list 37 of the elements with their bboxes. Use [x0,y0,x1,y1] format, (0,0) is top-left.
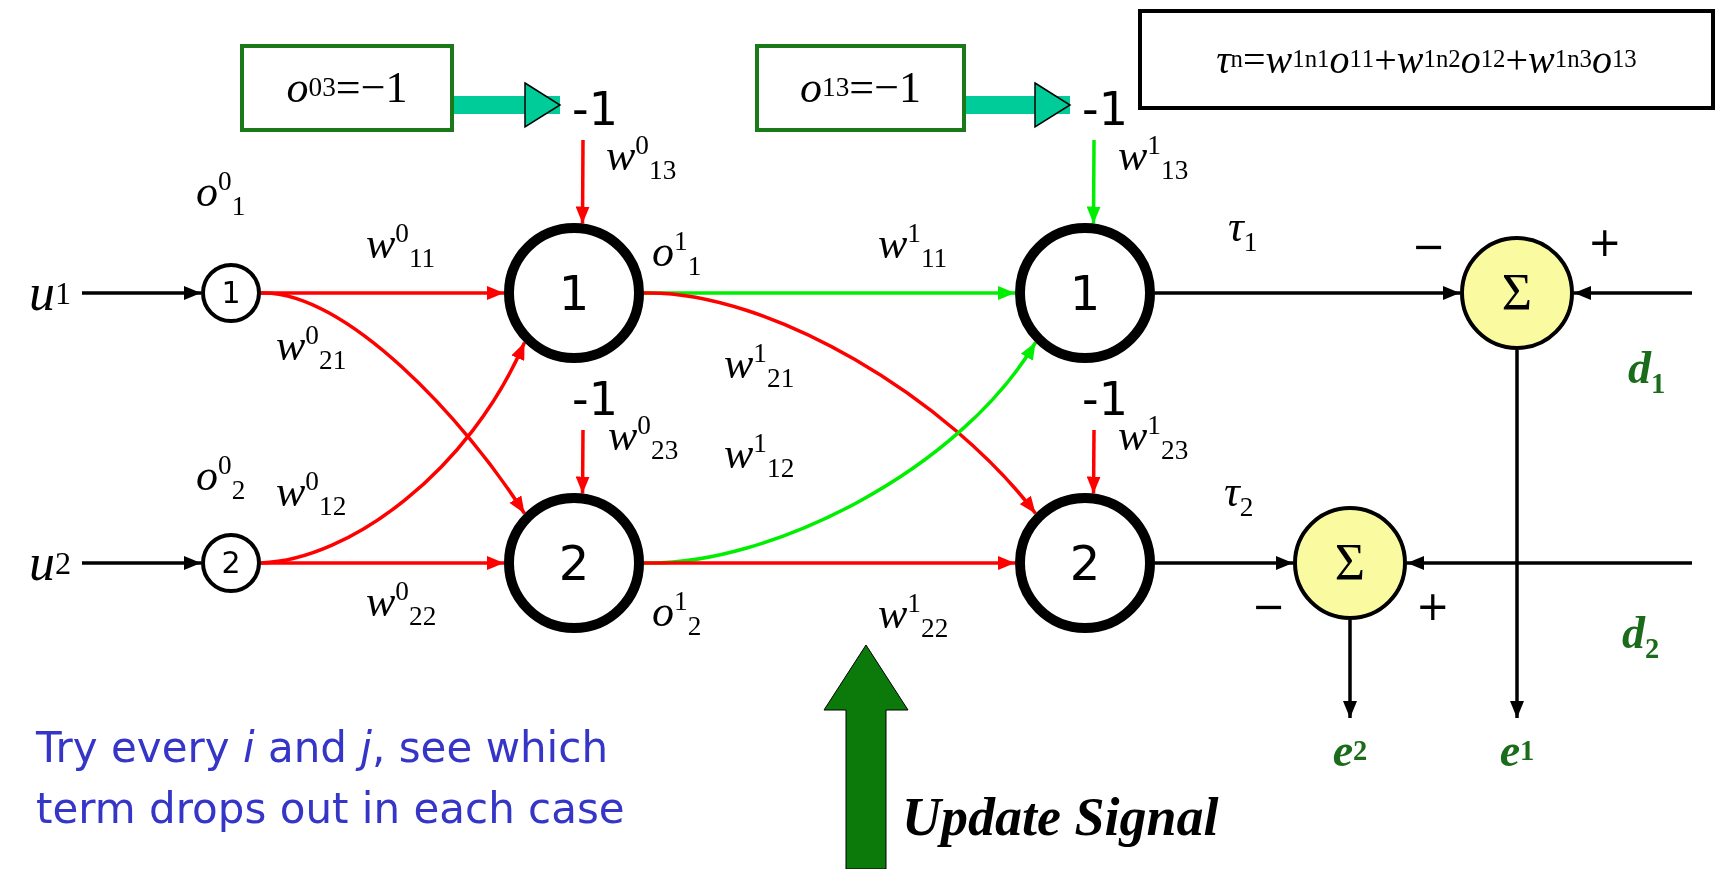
arrow [261,556,504,570]
neuron-circle: 2 [1015,493,1155,633]
arrow [1510,350,1524,718]
input-node-circle: 2 [201,533,261,593]
edge-label: d$_{1}$ [1628,345,1666,399]
arrow [82,556,201,570]
arrow [1574,286,1692,300]
edge-label: τ$_{1}$ [1228,205,1258,257]
arrow [575,140,590,224]
arrow [1407,556,1692,570]
arrow [1086,430,1101,494]
arrow [643,291,1037,515]
arrow [1155,556,1293,570]
bias-value: -1 [1070,78,1140,140]
operator-sign: + [1416,586,1450,626]
summing-junction: Σ [1460,236,1574,350]
operator-sign: + [1588,222,1622,262]
neuron-circle: 1 [1015,223,1155,363]
arrow [575,430,590,494]
neuron-circle: 2 [504,493,644,633]
arrow [1086,140,1101,224]
operator-sign: − [1412,226,1446,266]
note-text: Try every i and j, see which term drops out in each case [36,722,626,835]
arrow [260,291,526,515]
summing-junction: Σ [1293,506,1407,620]
operator-sign: − [1252,586,1286,626]
arrow [1343,620,1357,718]
bias-value: -1 [560,78,630,140]
block-arrow [454,82,561,128]
arrow [1155,286,1460,300]
edge-label: d$_{2}$ [1622,610,1660,664]
block-arrow [966,82,1071,128]
arrow [644,556,1015,570]
edge-label: τ$_{2}$ [1224,470,1254,522]
neuron-circle: 1 [504,223,644,363]
arrow [82,286,201,300]
input-node-circle: 1 [201,263,261,323]
